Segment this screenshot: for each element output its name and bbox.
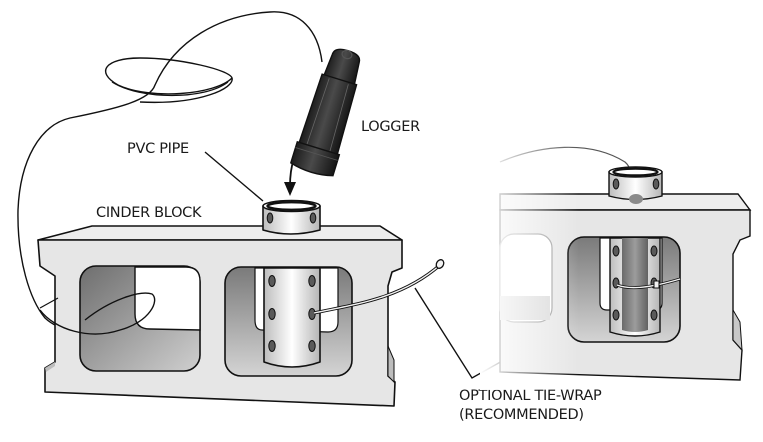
- pvc-pipe-label: PVC PIPE: [127, 141, 189, 157]
- tie-wrap-label-line1: OPTIONAL TIE-WRAP: [459, 388, 602, 404]
- pvc-pipe-body: [263, 267, 321, 368]
- cinder-block-top: [37, 225, 403, 241]
- right-detail-illustration: [480, 140, 763, 390]
- logger-label: LOGGER: [361, 119, 420, 135]
- left-illustration: LOGGER PVC PIPE CINDER BLOCK OPTIONAL TI…: [17, 11, 612, 423]
- detail-fade: [480, 140, 763, 390]
- cinder-block-notch-shade: [387, 345, 395, 384]
- cinder-block-label: CINDER BLOCK: [96, 205, 202, 221]
- pvc-pipe-leader: [204, 151, 264, 202]
- pvc-pipe-top: [262, 199, 321, 235]
- logger-cable: [17, 11, 323, 333]
- cable-coil-2: [111, 81, 229, 97]
- tie-wrap-label-line2: (RECOMMENDED): [459, 407, 584, 423]
- arrow-head: [284, 182, 296, 196]
- logger-device: [290, 48, 361, 177]
- tie-wrap-head: [435, 259, 445, 269]
- cable-through-hole: [39, 292, 156, 335]
- cinder-block-notch-left-shade: [45, 362, 55, 372]
- left-hole-opening: [134, 266, 201, 331]
- cable-coil: [105, 57, 233, 104]
